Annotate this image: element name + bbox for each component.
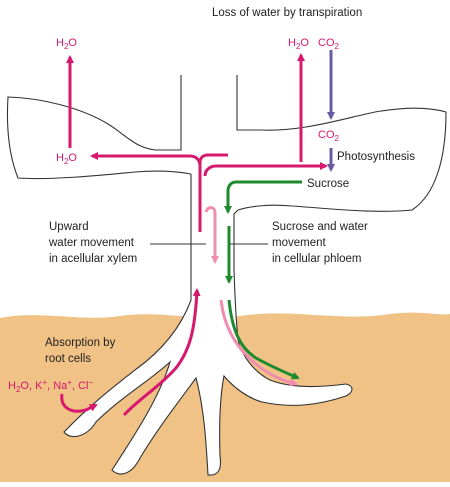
phloem-root-arrow (227, 299, 300, 380)
sucrose-label: Sucrose (307, 178, 349, 190)
phloem-sucrose-arrow (224, 180, 302, 214)
stem-and-roots (63, 174, 353, 476)
h2o-right-top-label: H2O (288, 37, 309, 51)
phloem-water-root-arrow (219, 299, 298, 387)
h2o-left-leaf-label: H2O (56, 152, 77, 166)
ions-label: H2O, K+, Na+, Cl− (8, 378, 93, 394)
left-leaf (6, 75, 192, 180)
phloem-water-arrow (204, 206, 219, 264)
transpiration-label: Loss of water by transpiration (212, 7, 362, 19)
xylem-label: Upward water movement in acellular xylem (48, 221, 137, 265)
soil (0, 312, 450, 482)
absorption-arrow (60, 393, 98, 413)
xylem-to-right-leaf-arrow (203, 162, 328, 177)
xylem-to-left-leaf-arrow (90, 152, 202, 167)
phloem-label: Sucrose and water movement in cellular p… (272, 221, 371, 265)
right-leaf (236, 75, 447, 212)
h2o-left-top-label: H2O (56, 37, 77, 51)
photosynthesis-label: Photosynthesis (337, 151, 415, 163)
root-xylem-arrow (122, 288, 201, 417)
co2-top-label: CO2 (318, 37, 340, 51)
co2-leaf-label: CO2 (318, 129, 340, 143)
absorption-label: Absorption by root cells (45, 337, 119, 365)
